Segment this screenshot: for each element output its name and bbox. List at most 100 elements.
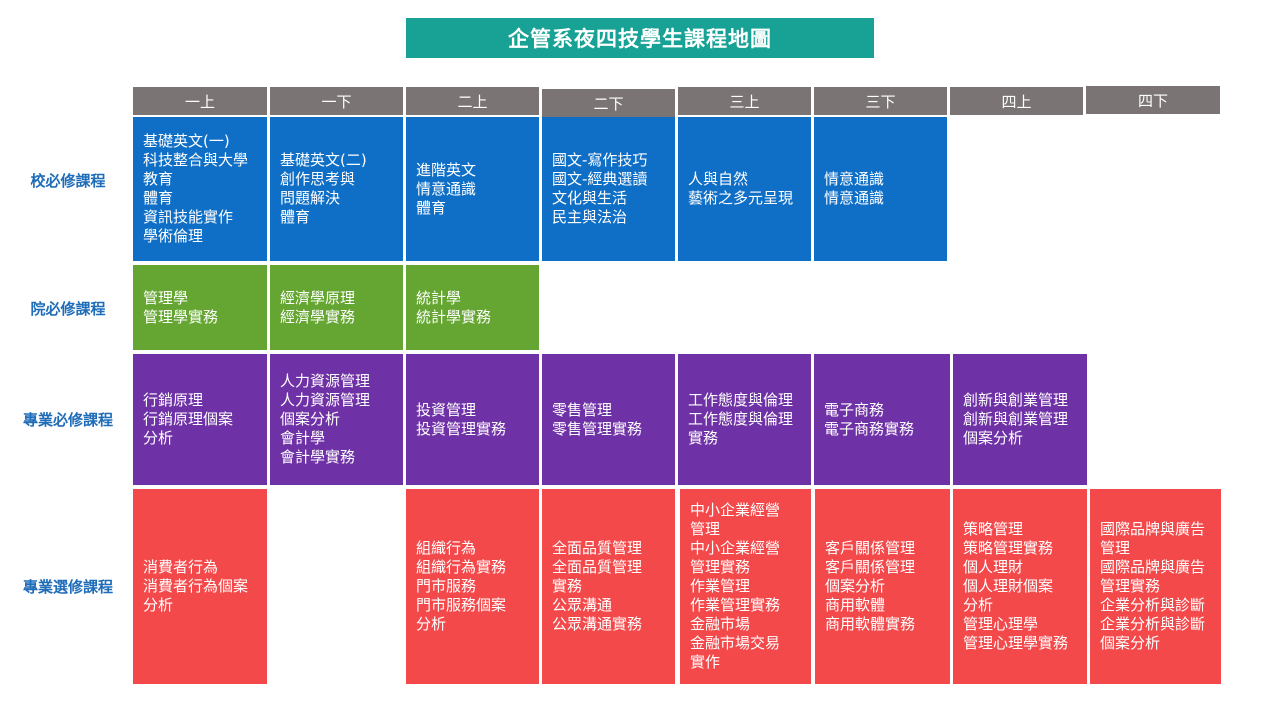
course-cell: 情意通識 情意通識 (814, 117, 947, 261)
course-name: 藝術之多元呈現 (688, 189, 794, 207)
course-name: 情意通識 (824, 170, 885, 188)
course-name: 情意通識 (416, 179, 477, 198)
course-name: 進階英文 (416, 160, 477, 179)
course-cell: 組織行為 組織行為實務 門市服務 門市服務個案 分析 (406, 489, 539, 684)
course-name: 投資管理實務 (416, 419, 507, 438)
course-name: 策略管理 (963, 520, 1024, 538)
course-name: 行銷原理個案 (143, 410, 234, 428)
course-name: 管理學 (143, 288, 189, 307)
course-name: 客戶關係管理 (825, 558, 916, 576)
course-name: 民主與法治 (552, 208, 628, 226)
course-cell: 客戶關係管理 客戶關係管理 個案分析 商用軟體 商用軟體實務 (815, 489, 950, 684)
course-name: 人力資源管理 (280, 391, 371, 409)
course-name: 工作態度與倫理 (688, 391, 794, 409)
course-name: 體育 (143, 189, 174, 207)
course-cell: 電子商務 電子商務實務 (814, 354, 950, 485)
course-cell: 工作態度與倫理 工作態度與倫理 實務 (678, 354, 811, 485)
course-name: 門市服務 (416, 577, 477, 595)
course-cell: 管理學 管理學實務 (133, 265, 267, 350)
course-cell: 策略管理 策略管理實務 個人理財 個人理財個案 分析 管理心理學 管理心理學實務 (953, 489, 1087, 684)
course-name: 客戶關係管理 (825, 539, 916, 557)
course-name: 個案分析 (825, 577, 886, 595)
course-cell: 人力資源管理 人力資源管理 個案分析 會計學 會計學實務 (270, 354, 403, 485)
course-name: 作業管理實務 (690, 596, 781, 614)
course-name: 個案分析 (280, 410, 341, 428)
column-header-y2s2: 二下 (542, 89, 675, 117)
course-name: 實作 (690, 653, 721, 671)
course-name: 投資管理 (416, 400, 477, 419)
page-title: 企管系夜四技學生課程地圖 (406, 18, 874, 58)
course-name: 作業管理 (690, 577, 751, 595)
course-cell: 基礎英文(二) 創作思考與 問題解決 體育 (270, 117, 403, 261)
course-name: 電子商務 (824, 400, 885, 419)
course-name: 管理學實務 (143, 307, 219, 326)
course-name: 個案分析 (963, 429, 1024, 447)
course-cell: 統計學 統計學實務 (406, 265, 539, 350)
column-header-y1s1: 一上 (133, 87, 267, 115)
course-name: 公眾溝通 (552, 596, 613, 614)
course-name: 創作思考與 (280, 170, 356, 188)
course-name: 個人理財個案 (963, 577, 1054, 595)
course-name: 全面品質管理 (552, 558, 643, 576)
course-name: 企業分析與診斷 (1100, 615, 1206, 633)
course-name: 門市服務個案 (416, 596, 507, 614)
row-label-major-elective: 專業選修課程 (22, 577, 113, 596)
course-name: 分析 (143, 596, 174, 614)
course-cell: 進階英文 情意通識 體育 (406, 117, 539, 261)
course-name: 企業分析與診斷 (1100, 596, 1206, 614)
course-name: 創新與創業管理 (963, 410, 1069, 428)
column-header-y2s1: 二上 (406, 87, 539, 115)
course-name: 人力資源管理 (280, 372, 371, 390)
course-name: 零售管理 (552, 400, 613, 419)
course-name: 工作態度與倫理 (688, 410, 794, 428)
column-header-y4s1: 四上 (950, 87, 1083, 115)
course-name: 管理實務 (1100, 577, 1161, 595)
course-name: 文化與生活 (552, 189, 628, 207)
course-name: 基礎英文(二) (280, 151, 367, 169)
course-name: 學術倫理 (143, 227, 204, 245)
course-name: 實務 (688, 429, 719, 447)
course-name: 創新與創業管理 (963, 391, 1069, 409)
course-cell: 創新與創業管理 創新與創業管理 個案分析 (953, 354, 1087, 485)
course-name: 消費者行為 (143, 558, 219, 576)
course-name: 資訊技能實作 (143, 208, 234, 226)
course-name: 零售管理實務 (552, 419, 643, 438)
course-name: 基礎英文(一) (143, 132, 230, 150)
course-name: 管理實務 (690, 558, 751, 576)
course-cell: 投資管理 投資管理實務 (406, 354, 539, 485)
course-name: 國際品牌與廣告 (1100, 558, 1206, 576)
course-name: 金融市場交易 (690, 634, 781, 652)
course-name: 體育 (416, 198, 447, 217)
course-name: 分析 (416, 615, 447, 633)
course-name: 行銷原理 (143, 391, 204, 409)
course-name: 公眾溝通實務 (552, 615, 643, 633)
row-label-college-required: 院必修課程 (30, 299, 106, 318)
course-name: 組織行為實務 (416, 558, 507, 576)
course-name: 商用軟體實務 (825, 615, 916, 633)
course-name: 分析 (963, 596, 994, 614)
course-name: 經濟學原理 (280, 288, 356, 307)
course-name: 分析 (143, 429, 174, 447)
course-name: 會計學 (280, 429, 326, 447)
course-cell: 經濟學原理 經濟學實務 (270, 265, 403, 350)
course-name: 個人理財 (963, 558, 1024, 576)
course-name: 科技整合與大學 (143, 151, 249, 169)
course-name: 策略管理實務 (963, 539, 1054, 557)
course-cell: 消費者行為 消費者行為個案 分析 (133, 489, 267, 684)
course-cell: 基礎英文(一) 科技整合與大學 教育 體育 資訊技能實作 學術倫理 (133, 117, 267, 261)
course-name: 問題解決 (280, 189, 341, 207)
course-name: 全面品質管理 (552, 539, 643, 557)
course-cell: 中小企業經營 管理 中小企業經營 管理實務 作業管理 作業管理實務 金融市場 金… (680, 489, 811, 684)
course-cell: 全面品質管理 全面品質管理 實務 公眾溝通 公眾溝通實務 (542, 489, 675, 684)
course-name: 經濟學實務 (280, 307, 356, 326)
course-name: 管理心理學實務 (963, 634, 1069, 652)
course-name: 實務 (552, 577, 583, 595)
column-header-y3s2: 三下 (814, 87, 947, 115)
row-label-major-required: 專業必修課程 (22, 410, 113, 429)
course-cell: 國際品牌與廣告 管理 國際品牌與廣告 管理實務 企業分析與診斷 企業分析與診斷 … (1090, 489, 1221, 684)
course-name: 國文-寫作技巧 (552, 151, 648, 169)
course-name: 商用軟體 (825, 596, 886, 614)
course-name: 個案分析 (1100, 634, 1161, 652)
course-name: 電子商務實務 (824, 419, 915, 438)
course-cell: 零售管理 零售管理實務 (542, 354, 675, 485)
